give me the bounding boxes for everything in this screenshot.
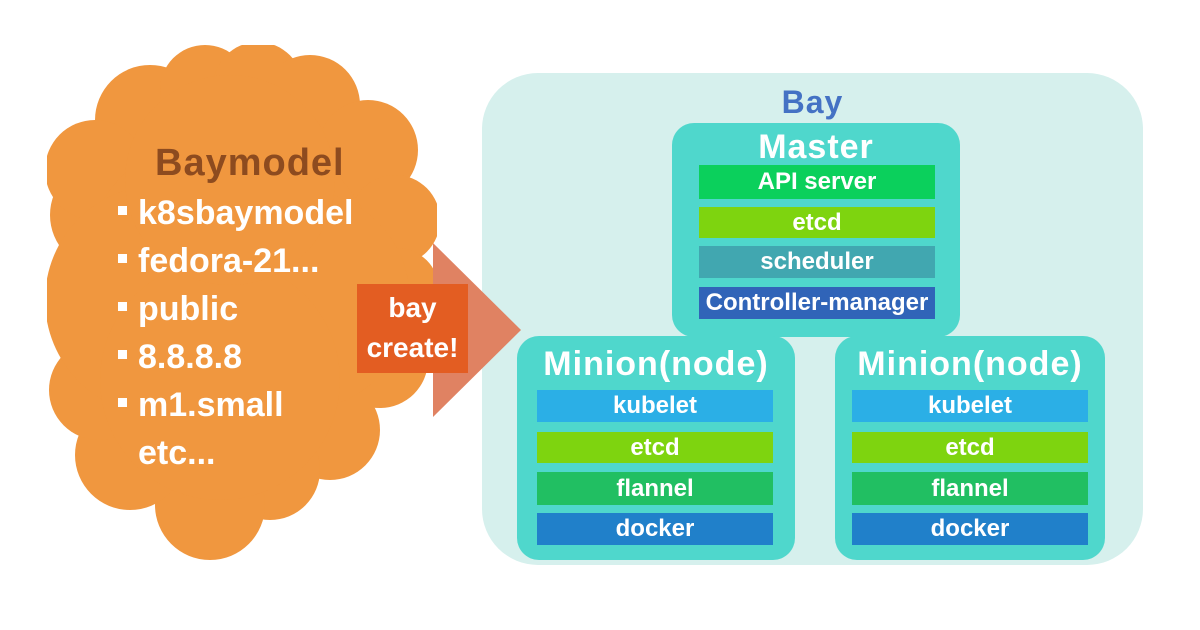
master-node-box: Master API server etcd scheduler Control… <box>672 123 960 337</box>
component-api-server: API server <box>699 165 935 199</box>
component-scheduler: scheduler <box>699 246 935 278</box>
bay-create-arrow-label: bay create! <box>357 284 468 373</box>
component-docker: docker <box>852 513 1088 545</box>
minion-node-box: Minion(node) kubelet etcd flannel docker <box>517 336 795 560</box>
baymodel-item-label: k8sbaymodel <box>138 193 354 232</box>
arrow-label-line2: create! <box>366 332 459 363</box>
master-title: Master <box>758 128 874 166</box>
bullet-icon <box>118 349 127 359</box>
baymodel-item-label: etc... <box>138 433 216 472</box>
bullet-icon <box>118 253 127 263</box>
baymodel-item: fedora-21... <box>110 237 440 285</box>
component-docker: docker <box>537 513 773 545</box>
component-etcd: etcd <box>699 207 935 238</box>
baymodel-panel: Baymodel k8sbaymodel fedora-21... public… <box>110 141 440 477</box>
baymodel-title: Baymodel <box>155 142 345 184</box>
bullet-icon <box>118 397 127 407</box>
baymodel-item: k8sbaymodel <box>110 189 440 237</box>
component-kubelet: kubelet <box>852 390 1088 422</box>
bay-title: Bay <box>781 84 844 120</box>
baymodel-item-label: m1.small <box>138 385 284 424</box>
bullet-icon <box>118 205 127 215</box>
baymodel-item-label: fedora-21... <box>138 241 320 280</box>
baymodel-item: 8.8.8.8 <box>110 333 440 381</box>
baymodel-item-label: 8.8.8.8 <box>138 337 242 376</box>
component-etcd: etcd <box>537 432 773 463</box>
bay-container: Bay Master API server etcd scheduler Con… <box>482 73 1143 565</box>
minion-title: Minion(node) <box>543 345 769 383</box>
minion-title: Minion(node) <box>857 345 1083 383</box>
component-flannel: flannel <box>537 472 773 505</box>
component-flannel: flannel <box>852 472 1088 505</box>
minion-node-box: Minion(node) kubelet etcd flannel docker <box>835 336 1105 560</box>
component-kubelet: kubelet <box>537 390 773 422</box>
arrow-label-line1: bay <box>388 292 437 323</box>
baymodel-item-label: public <box>138 289 239 328</box>
baymodel-item: public <box>110 285 440 333</box>
component-controller-manager: Controller-manager <box>699 287 935 319</box>
component-etcd: etcd <box>852 432 1088 463</box>
baymodel-item-etc: etc... <box>110 429 440 477</box>
bullet-icon <box>118 301 127 311</box>
baymodel-item: m1.small <box>110 381 440 429</box>
